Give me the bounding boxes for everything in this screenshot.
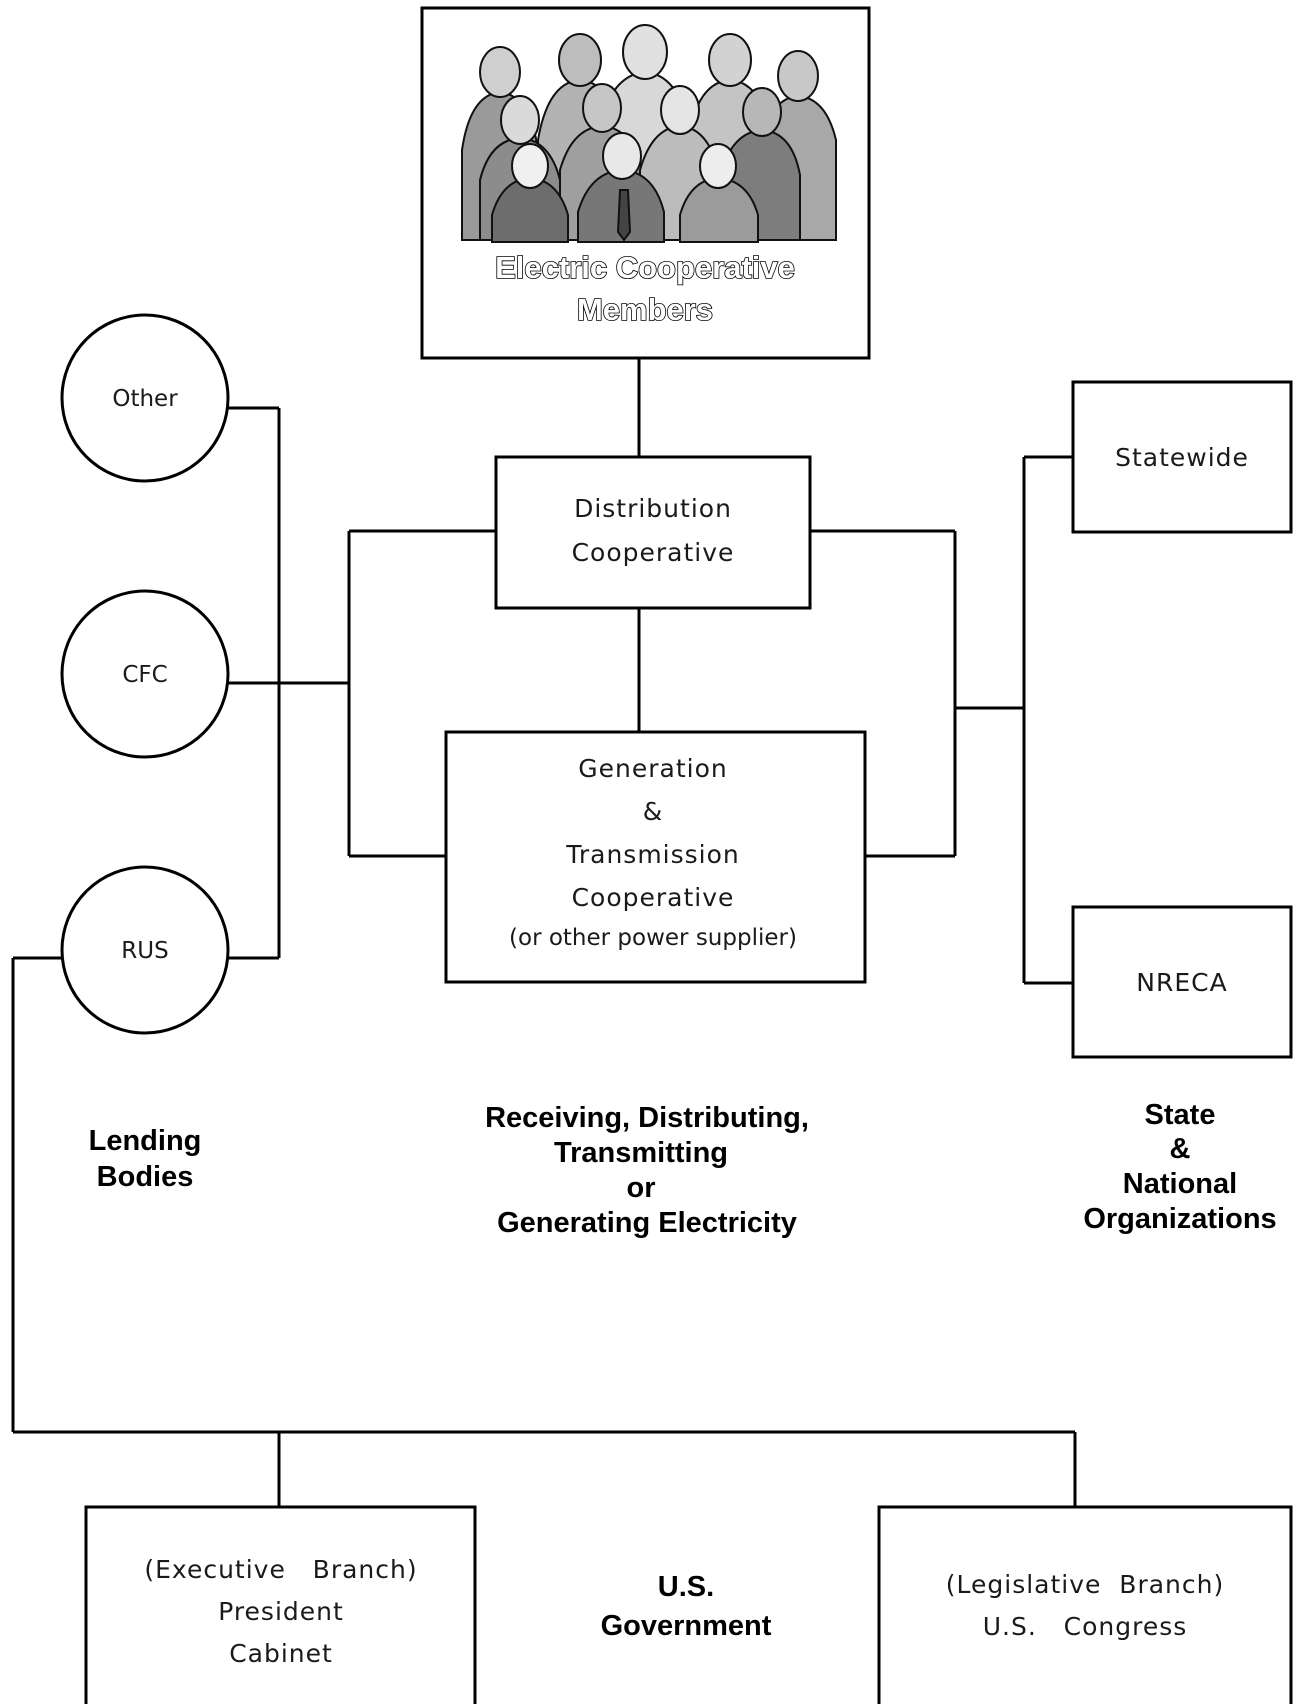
generation-line3: Transmission xyxy=(565,840,740,869)
people-group-icon xyxy=(461,24,837,243)
lending-caption-line2: Bodies xyxy=(97,1161,194,1193)
center-caption-line2: Transmitting xyxy=(554,1137,728,1169)
lender-cfc-label: CFC xyxy=(122,662,167,688)
distribution-line2: Cooperative xyxy=(572,538,735,567)
center-caption: Receiving, Distributing, Transmitting or… xyxy=(485,1102,809,1239)
generation-line4: Cooperative xyxy=(572,883,735,912)
center-caption-line3: or xyxy=(627,1172,656,1204)
legislative-line2: U.S. Congress xyxy=(983,1612,1188,1641)
distribution-cooperative-box: Distribution Cooperative xyxy=(494,455,812,610)
executive-line1: (Executive Branch) xyxy=(144,1555,417,1584)
generation-line1: Generation xyxy=(578,754,727,783)
us-government-caption: U.S. Government xyxy=(601,1571,772,1642)
lender-other-circle: Other xyxy=(60,313,230,483)
center-caption-line4: Generating Electricity xyxy=(497,1207,797,1239)
executive-line3: Cabinet xyxy=(229,1639,333,1668)
state-national-caption: State & National Organizations xyxy=(1083,1099,1276,1235)
statewide-label: Statewide xyxy=(1115,443,1249,472)
generation-line5: (or other power supplier) xyxy=(509,925,797,951)
state-caption-line3: National xyxy=(1123,1168,1237,1200)
lender-rus-circle: RUS xyxy=(60,865,230,1035)
gov-caption-line1: U.S. xyxy=(658,1571,714,1603)
connectors xyxy=(11,358,1077,1507)
nreca-box: NRECA xyxy=(1071,905,1293,1059)
state-caption-line4: Organizations xyxy=(1083,1203,1276,1235)
state-caption-line2: & xyxy=(1170,1133,1191,1165)
legislative-line1: (Legislative Branch) xyxy=(946,1570,1224,1599)
legislative-branch-box: (Legislative Branch) U.S. Congress xyxy=(877,1505,1293,1704)
nreca-label: NRECA xyxy=(1136,968,1227,997)
lender-cfc-circle: CFC xyxy=(60,589,230,759)
center-caption-line1: Receiving, Distributing, xyxy=(485,1102,809,1134)
gov-caption-line2: Government xyxy=(601,1610,772,1642)
distribution-line1: Distribution xyxy=(574,494,732,523)
members-title-line1: Electric Cooperative xyxy=(495,250,795,285)
generation-line2: & xyxy=(643,797,664,826)
lender-other-label: Other xyxy=(112,386,178,412)
members-title-line2: Members xyxy=(577,292,713,327)
statewide-box: Statewide xyxy=(1071,380,1293,534)
lending-bodies-caption: Lending Bodies xyxy=(89,1125,202,1193)
generation-transmission-box: Generation & Transmission Cooperative (o… xyxy=(444,730,867,984)
members-box: Electric Cooperative Members xyxy=(420,6,871,360)
lending-caption-line1: Lending xyxy=(89,1125,202,1157)
executive-line2: President xyxy=(218,1597,344,1626)
state-caption-line1: State xyxy=(1145,1099,1216,1131)
executive-branch-box: (Executive Branch) President Cabinet xyxy=(84,1505,477,1704)
lender-rus-label: RUS xyxy=(121,938,168,964)
